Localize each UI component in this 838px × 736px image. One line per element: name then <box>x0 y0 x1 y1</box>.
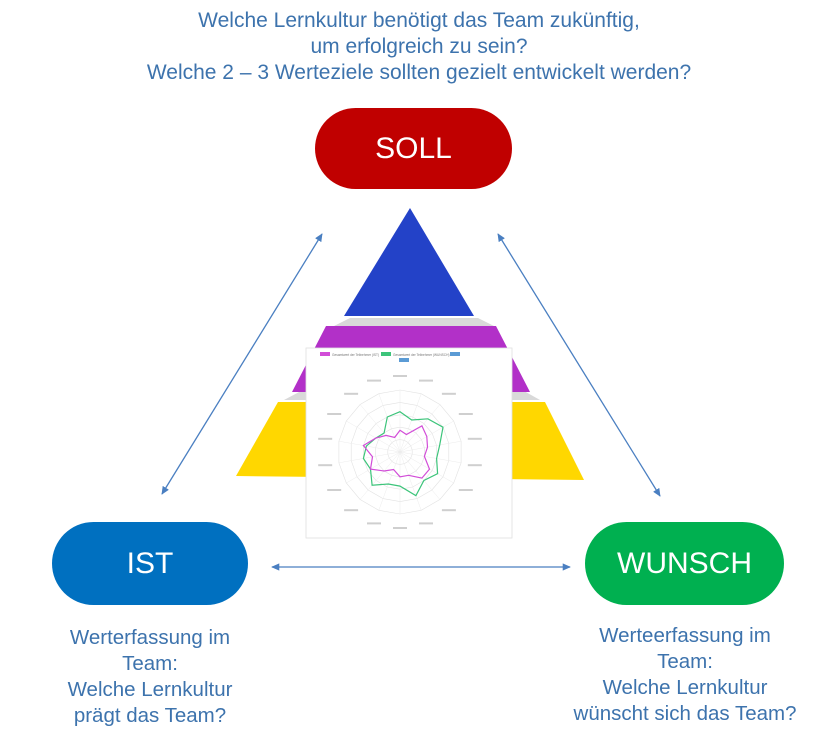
radar-axis-label-mark <box>419 379 433 382</box>
header-line-1: Welche Lernkultur benötigt das Team zukü… <box>198 9 640 32</box>
ist-caption-line: Welche Lernkultur <box>67 678 233 701</box>
wunsch-label: WUNSCH <box>617 546 752 580</box>
radar-axis-label-mark <box>344 392 359 395</box>
radar-axis-label-mark <box>318 464 333 467</box>
pyramid-blue-top <box>344 208 474 316</box>
ist-node: IST <box>52 522 248 605</box>
wunsch-caption-line: wünscht sich das Team? <box>573 702 797 725</box>
radar-axis-label-mark <box>393 527 407 529</box>
soll-label: SOLL <box>375 131 452 165</box>
ist-caption-line: Werterfassung im <box>69 626 231 649</box>
radar-axis-label-mark <box>367 379 381 382</box>
radar-axis-label-mark <box>467 437 482 440</box>
radar-spoke <box>399 451 454 484</box>
radar-spoke <box>359 404 401 453</box>
wunsch-caption-line: Werteerfassung im <box>599 624 771 647</box>
radar-spoke <box>399 451 462 464</box>
radar-spoke <box>378 393 401 453</box>
arrow-soll-wunsch <box>497 233 661 497</box>
ist-caption: Werterfassung im Team: Welche Lernkultur… <box>30 625 270 729</box>
radar-legend: Gesamtwert der Teilnehmer (IST) Gesamtwe… <box>320 352 460 362</box>
header-line-3: Welche 2 – 3 Werteziele sollten gezielt … <box>146 61 692 84</box>
radar-spoke <box>338 451 401 464</box>
wunsch-caption-line: Welche Lernkultur <box>602 676 768 699</box>
radar-axis-label-mark <box>318 437 333 440</box>
radar-spoke <box>346 420 401 453</box>
arrow-soll-ist <box>161 233 323 495</box>
radar-axis-label-mark <box>458 413 473 415</box>
radar-axis-label-mark <box>327 413 342 415</box>
radar-spoke <box>338 440 401 453</box>
radar-axis-label-mark <box>393 375 407 377</box>
radar-axis-label-mark <box>327 489 342 491</box>
radar-spoke <box>399 451 422 511</box>
radar-axis-label-mark <box>467 464 482 467</box>
radar-spoke <box>399 451 441 500</box>
radar-axis-label-mark <box>441 392 456 395</box>
radar-axis-label-mark <box>419 522 433 525</box>
radar-chart-card: Gesamtwert der Teilnehmer (IST) Gesamtwe… <box>305 347 513 539</box>
radar-spoke <box>399 404 441 453</box>
wunsch-caption: Werteerfassung im Team: Welche Lernkultu… <box>540 623 830 727</box>
ist-label: IST <box>126 546 174 580</box>
header-question: Welche Lernkultur benötigt das Team zukü… <box>0 8 838 86</box>
radar-spoke <box>399 393 422 453</box>
radar-spoke <box>399 440 462 453</box>
radar-series-ist <box>362 425 431 479</box>
header-line-2: um erfolgreich zu sein? <box>310 35 528 58</box>
radar-axis-label-mark <box>344 509 359 512</box>
wunsch-node: WUNSCH <box>585 522 784 605</box>
ist-caption-line: Team: <box>122 652 178 675</box>
pyramid-gray-layer-upper <box>334 318 494 326</box>
radar-legend-ist: Gesamtwert der Teilnehmer (IST) <box>332 353 379 357</box>
radar-spoke <box>359 451 401 500</box>
radar-grid <box>318 375 482 529</box>
radar-axis-label-mark <box>367 522 381 525</box>
radar-axis-label-mark <box>441 509 456 512</box>
ist-caption-line: prägt das Team? <box>73 704 227 727</box>
radar-spoke <box>346 451 401 484</box>
wunsch-caption-line: Team: <box>657 650 713 673</box>
radar-legend-wunsch: Gesamtwert der Teilnehmer (WUNSCH) <box>393 353 449 357</box>
radar-spoke <box>378 451 401 511</box>
soll-node: SOLL <box>315 108 512 189</box>
radar-axis-label-mark <box>458 489 473 491</box>
